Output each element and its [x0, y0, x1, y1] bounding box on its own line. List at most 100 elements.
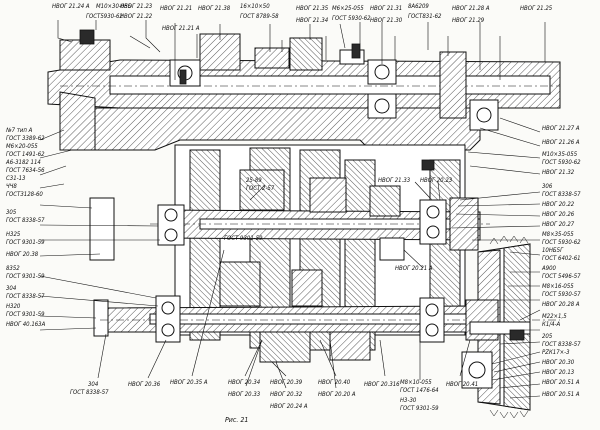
callout-label-top: НВОГ 21.29 [452, 17, 485, 24]
callout-label-middle: 25-89 [246, 177, 262, 184]
callout-label-right: ГОСТ 8338-57 [542, 341, 581, 348]
callout-label-middle: НВОГ 20.21 А [395, 265, 433, 272]
callout-label-left: ГОСТ 3389-62 [6, 135, 45, 142]
callout-label-left: ГОСТ 8338-57 [6, 293, 45, 300]
callout-label-middle: НВОГ 20.23 [420, 177, 453, 184]
callout-label-left: ГОСТ3128-60 [6, 191, 43, 198]
callout-label-left: Н325 [6, 231, 21, 238]
callout-label-bottom: ГОСТ 8338-57 [70, 389, 109, 396]
callout-label-left: НВОГ 40.163А [6, 321, 46, 328]
callout-label-top: 8А6209 [408, 3, 429, 10]
callout-label-right: 306 [542, 183, 553, 190]
callout-label-left: 305 [6, 209, 17, 216]
callout-label-bottom: НВОГ 20.41 [446, 381, 478, 388]
callout-label-left: ГОСТ 8338-57 [6, 217, 45, 224]
callout-label-top: НВОГ 21.22 [120, 13, 153, 20]
callout-label-bottom: ГОСТ 9301-59 [400, 405, 439, 412]
callout-label-top: НВОГ 21.35 [296, 5, 329, 12]
callout-label-bottom: НВОГ 20.33 [228, 391, 261, 398]
callout-label-middle: ГОСТ 2-57 [246, 185, 275, 192]
callout-label-left: ЧЧ8 [6, 183, 17, 190]
callout-label-left: ГОСТ 9301-59 [6, 273, 45, 280]
callout-label-bottom: НВОГ 20.35 А [170, 379, 208, 386]
callout-label-right: М8×35-055 [542, 231, 574, 238]
callout-label-right: НВОГ 20.51 А [542, 379, 580, 386]
pulley-assembly [461, 235, 531, 419]
callout-label-left: НВОГ 20.38 [6, 251, 39, 258]
callout-label-bottom: Н3-30 [400, 397, 417, 404]
callout-label-left: ГОСТ 9301-59 [6, 311, 45, 318]
callout-label-top: М10×30-055 [96, 3, 132, 10]
callout-label-top: НВОГ 21.31 [370, 5, 402, 12]
callout-label-right: НВОГ 21.26 А [542, 139, 580, 146]
callout-label-top: 16×10×50 [240, 3, 270, 10]
callout-label-top: НВОГ 21.30 [370, 17, 403, 24]
callout-label-top: НВОГ 21.21 [160, 5, 192, 12]
callout-label-top: НВОГ 21.23 [120, 3, 153, 10]
callout-label-bottom: НВОГ 20.316 [364, 381, 400, 388]
callout-label-right: М10×35-055 [542, 151, 578, 158]
callout-label-right: НВОГ 20.26 [542, 211, 575, 218]
callout-label-bottom: НВОГ 20.39 [270, 379, 303, 386]
callout-label-left: А6-3182 114 [5, 159, 41, 166]
callout-label-right: ГОСТ 5496-57 [542, 273, 581, 280]
callout-label-left: ГОСТ 7634-56 [6, 167, 45, 174]
callout-label-right: ГОСТ 6402-61 [542, 255, 581, 262]
callout-label-right: НВОГ 20.30 [542, 359, 575, 366]
callout-label-right: М22×1,5 [542, 313, 567, 320]
callout-label-right: НВОГ 21.32 [542, 169, 575, 176]
callout-label-right: НВОГ 20.51 А [542, 391, 580, 398]
callout-label-bottom: НВОГ 20.40 [318, 379, 351, 386]
callout-label-bottom: НВОГ 20.32 [270, 391, 303, 398]
callout-label-right: НВОГ 20.27 [542, 221, 575, 228]
callout-label-bottom: НВОГ 20.24 А [270, 403, 308, 410]
callout-label-bottom: НВОГ 20.34 [228, 379, 261, 386]
callout-label-right: ГОСТ 5930-57 [542, 291, 581, 298]
callout-label-left: М6×20-055 [6, 143, 38, 150]
figure-caption: Рис. 21 [225, 416, 248, 424]
callout-label-top: НВОГ 21.38 [198, 5, 231, 12]
callout-label-right: РZК17×-3 [542, 349, 570, 356]
callout-label-right: М8×16-055 [542, 283, 574, 290]
callout-label-top: НВОГ 21.24 А [52, 3, 90, 10]
callout-label-left: С31-13 [6, 175, 26, 182]
leader-lines [39, 20, 546, 399]
callout-label-top: НВОГ 21.28 А [452, 5, 490, 12]
callout-label-right: 205 [542, 333, 553, 340]
callout-label-middle: НВОГ 21.33 [378, 177, 411, 184]
callout-label-right: ГОСТ 8338-57 [542, 191, 581, 198]
callout-label-top: М6×25-055 [332, 5, 364, 12]
callout-label-bottom: ГОСТ 1476-64 [400, 387, 439, 394]
callout-label-middle: ГОСТ 9301-59 [224, 235, 263, 242]
callout-label-left: №7 тип А [5, 127, 33, 134]
callout-label-right: НВОГ 20.13 [542, 369, 575, 376]
callout-label-bottom: НВОГ 20.36 [128, 381, 161, 388]
spindle-assembly [47, 29, 561, 171]
callout-label-top: НВОГ 21.21 А [162, 25, 200, 32]
callout-label-right: ГОСТ 5930-62 [542, 239, 581, 246]
callout-label-bottom: НВОГ 20.20 А [318, 391, 356, 398]
callout-label-top: НВОГ 21.34 [296, 17, 329, 24]
callout-label-top: ГОСТ 5930-62 [332, 15, 371, 22]
callout-label-right: А900 [541, 265, 557, 272]
callout-label-right: ГОСТ 5930-62 [542, 159, 581, 166]
callout-label-left: Н320 [6, 303, 21, 310]
callout-label-top: ГОСТ 8789-58 [240, 13, 279, 20]
callout-label-right: 10НБ5Г [542, 247, 564, 254]
callout-label-bottom: 304 [88, 381, 99, 388]
callout-label-left: 8352 [6, 265, 20, 272]
callout-label-right: НВОГ 20.28 А [542, 301, 580, 308]
callout-label-left: 304 [6, 285, 17, 292]
callout-label-right: К1/4-А [542, 321, 560, 328]
callout-label-right: НВОГ 20.22 [542, 201, 575, 208]
callout-label-bottom: М8×10-055 [400, 379, 432, 386]
callout-label-left: ГОСТ 1491-62 [6, 151, 45, 158]
callout-label-top: ГОСТ831-62 [408, 13, 442, 20]
callout-label-top: ГОСТ5930-62 [86, 13, 123, 20]
callout-label-right: НВОГ 21.27 А [542, 125, 580, 132]
callout-label-top: НВОГ 21.25 [520, 5, 553, 12]
callout-label-left: ГОСТ 9301-59 [6, 239, 45, 246]
